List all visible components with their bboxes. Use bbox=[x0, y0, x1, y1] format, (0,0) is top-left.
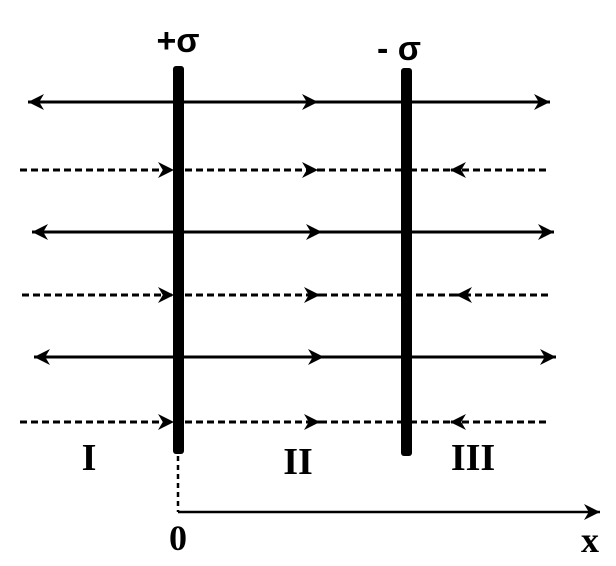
solid-field-lines bbox=[28, 94, 556, 365]
plate-negative bbox=[401, 68, 412, 456]
dashed-field-lines bbox=[20, 162, 548, 430]
region-3-label: III bbox=[451, 437, 495, 479]
axis-x-label: x bbox=[581, 520, 599, 560]
region-2-label: II bbox=[283, 441, 313, 483]
plate-positive bbox=[173, 66, 184, 454]
plate-positive-label: +σ bbox=[156, 22, 199, 60]
origin-label: 0 bbox=[169, 518, 187, 558]
plate-negative-label: - σ bbox=[377, 30, 421, 68]
region-1-label: I bbox=[82, 437, 97, 479]
